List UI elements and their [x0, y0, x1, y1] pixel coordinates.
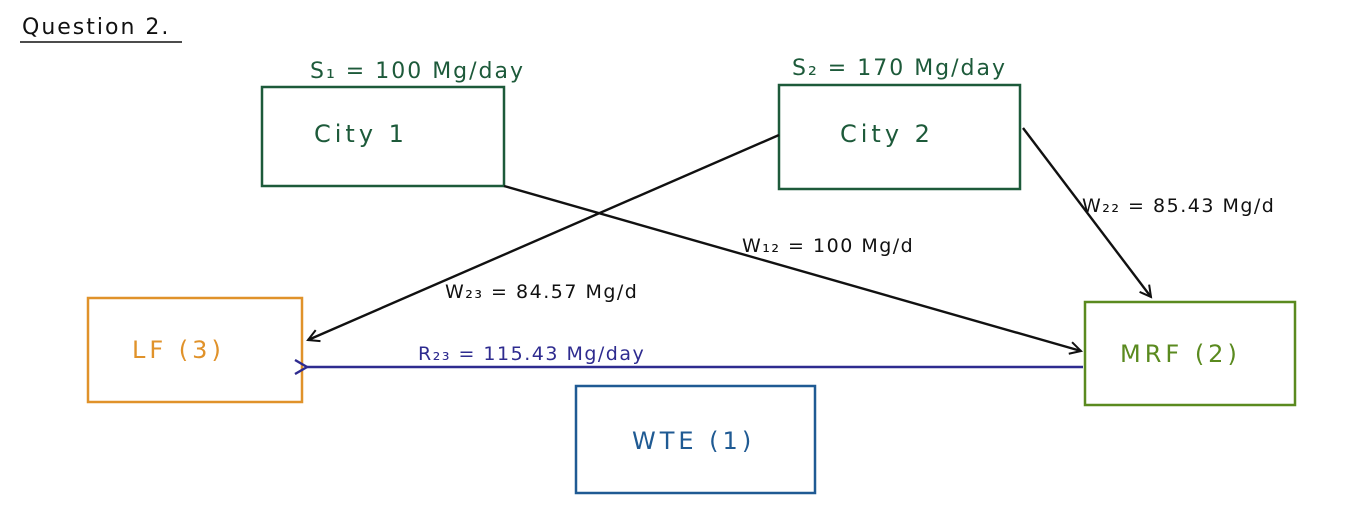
wte-label: WTE (1): [632, 427, 755, 455]
city1-supply: S₁ = 100 Mg/day: [310, 59, 525, 84]
arrow-city2-to-mrf: [1022, 127, 1151, 297]
city2-label: City 2: [840, 120, 934, 148]
flow-w23-label: W₂₃ = 84.57 Mg/d: [445, 281, 638, 303]
wte-box: [574, 384, 817, 495]
flow-w12-label: W₁₂ = 100 Mg/d: [742, 235, 914, 257]
mrf-box: [1083, 300, 1297, 407]
flow-r23-label: R₂₃ = 115.43 Mg/day: [418, 343, 645, 365]
arrow-city1-to-mrf: [503, 184, 1081, 351]
flow-w22-label: W₂₂ = 85.43 Mg/d: [1082, 195, 1275, 217]
lf-label: LF (3): [132, 336, 225, 364]
city1-box: [260, 85, 506, 188]
mrf-label: MRF (2): [1120, 340, 1241, 368]
page-title: Question 2.: [22, 15, 170, 40]
city1-label: City 1: [314, 120, 408, 148]
lf-box: [86, 296, 304, 404]
city2-box: [777, 83, 1022, 191]
arrow-city2-to-lf: [308, 133, 780, 340]
city2-supply: S₂ = 170 Mg/day: [792, 56, 1007, 81]
